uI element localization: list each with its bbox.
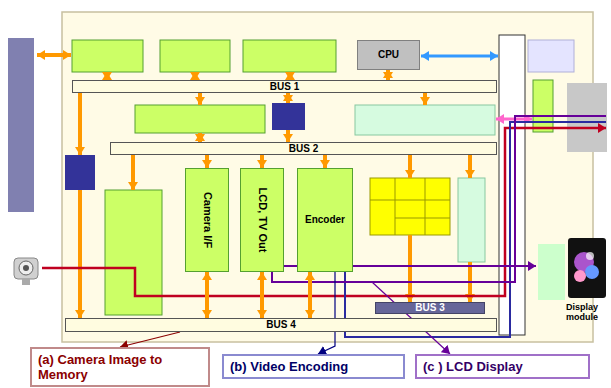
box-label: BUS 1	[270, 82, 299, 92]
box-label: Encoder	[305, 215, 345, 225]
box-label: BUS 2	[289, 144, 318, 154]
connector-arrow	[260, 155, 264, 168]
callout-box: (c ) LCD Display	[415, 354, 590, 379]
connector-arrow	[205, 155, 209, 168]
connector-arrow	[323, 155, 327, 168]
callout-box: (b) Video Encoding	[222, 354, 405, 379]
display-label: Display module	[558, 302, 606, 322]
connector-arrow	[260, 272, 264, 318]
box-label: (c ) LCD Display	[423, 359, 523, 374]
box-label: (a) Camera Image to Memory	[38, 352, 202, 382]
box-label: LCD, TV Out	[257, 188, 268, 253]
bus-bar: BUS 3	[375, 302, 485, 314]
interface-block: LCD, TV Out	[240, 168, 284, 272]
connector-arrow	[205, 272, 209, 318]
box-label: BUS 3	[415, 303, 444, 313]
bus-bar: BUS 4	[65, 318, 497, 332]
bus-bar: BUS 1	[72, 80, 497, 93]
interface-block: Camera I/F	[185, 168, 229, 272]
connector-arrow	[120, 332, 180, 347]
connector-arrow	[308, 272, 312, 318]
cpu-box: CPU	[357, 40, 420, 70]
connector-arrow	[386, 70, 390, 80]
box-label: CPU	[378, 50, 399, 60]
connector-arrow	[318, 272, 335, 354]
box-label: BUS 4	[266, 320, 295, 330]
box-label: Camera I/F	[202, 192, 213, 248]
box-label: (b) Video Encoding	[230, 359, 348, 374]
bus-bar: BUS 2	[110, 142, 497, 155]
callout-box: (a) Camera Image to Memory	[30, 347, 210, 387]
encoder-block: Encoder	[297, 168, 353, 272]
